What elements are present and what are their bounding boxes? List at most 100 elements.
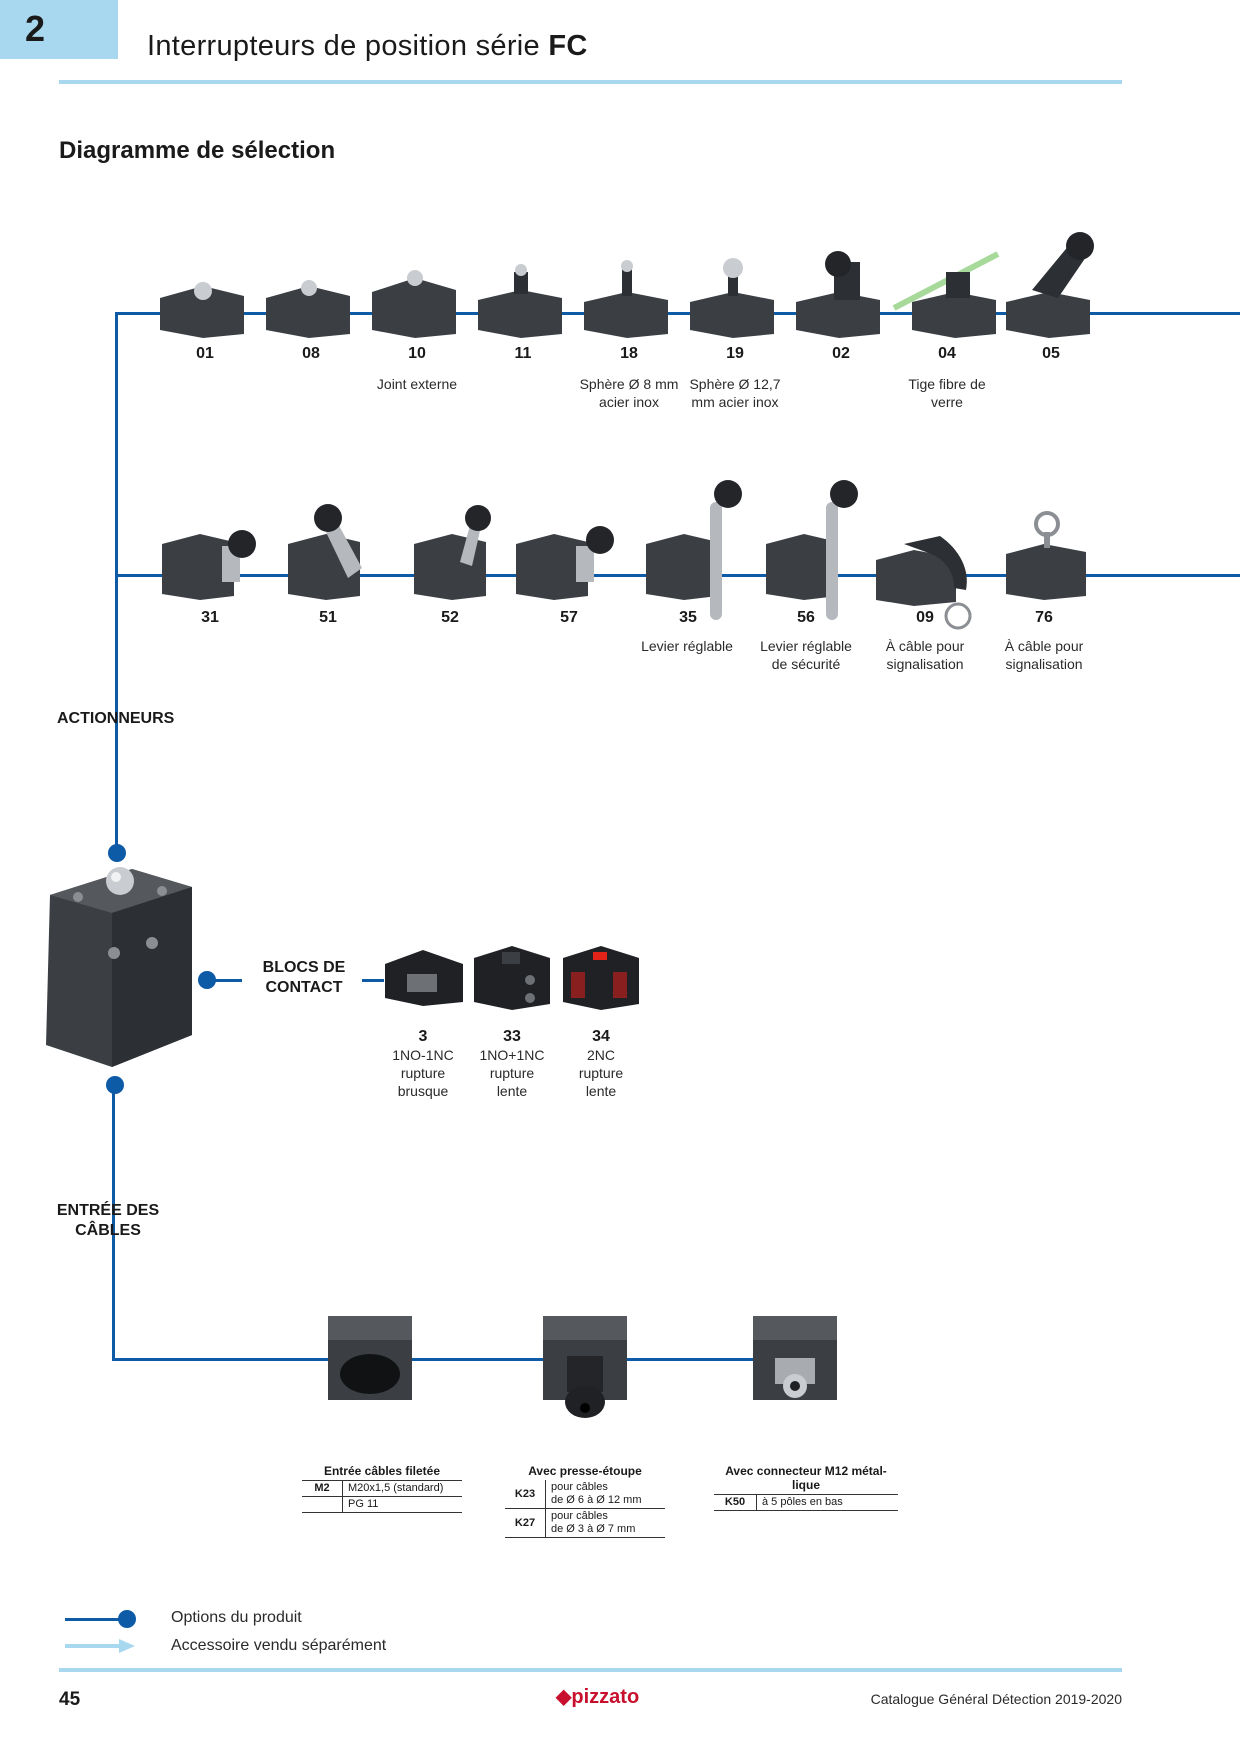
switch-body-image: [46, 867, 192, 1067]
cable-vertical-line: [112, 1090, 115, 1360]
actuator-item[interactable]: [644, 474, 744, 629]
actuator-image: [288, 504, 362, 600]
actuator-item[interactable]: [476, 258, 566, 343]
contact-line-left: [202, 979, 242, 982]
actuator-image: [646, 480, 742, 620]
table-title: Avec connecteur M12 métal-lique: [725, 1464, 887, 1492]
section-title: Diagramme de sélection: [59, 137, 336, 164]
actuator-item[interactable]: [264, 258, 354, 343]
actuator-item[interactable]: [890, 248, 1000, 343]
contact-code: 33: [503, 1028, 521, 1045]
actuator-desc: À câble pour signalisation: [885, 638, 965, 672]
actuator-item[interactable]: [582, 258, 672, 343]
actuator-code: 02: [832, 345, 850, 362]
actuator-code: 76: [1035, 609, 1053, 626]
legend-options-label: Options du produit: [171, 1609, 302, 1626]
actuator-image: [414, 505, 491, 600]
contact-block[interactable]: [472, 944, 552, 1015]
actuator-image: [478, 264, 562, 338]
logo-mark-icon: ◆: [556, 1686, 572, 1708]
header-rule: [59, 80, 1122, 84]
actuator-image: [266, 280, 350, 338]
chapter-tab: [0, 0, 118, 59]
legend-options-dot: [118, 1610, 136, 1628]
actuator-item[interactable]: [160, 522, 260, 607]
page-title-series: FC: [548, 30, 588, 62]
actuator-image: [372, 270, 456, 338]
actuator-image: [160, 282, 244, 338]
actuator-code: 57: [560, 609, 578, 626]
cable-option-dot: [106, 1076, 124, 1094]
actuator-code: 35: [679, 609, 697, 626]
actuator-code: 11: [514, 345, 532, 362]
actuator-image: [584, 260, 668, 338]
table-title: Entrée câbles filetée: [323, 1464, 441, 1478]
actuator-code: 51: [319, 609, 337, 626]
actuator-item[interactable]: [412, 502, 512, 607]
actuator-item[interactable]: [688, 258, 778, 343]
actuator-desc: Sphère Ø 12,7 mm acier inox: [689, 376, 781, 410]
actuator-code: 08: [302, 345, 320, 362]
contact-block-image: [563, 946, 639, 1010]
contact-option-dot: [198, 971, 216, 989]
actuator-item[interactable]: [1004, 228, 1104, 343]
brand-logo: ◆pizzato: [556, 1686, 640, 1708]
contact-code: 3: [418, 1028, 428, 1045]
contact-line-right: [362, 979, 384, 982]
actuator-desc: Levier réglable de sécurité: [760, 638, 852, 672]
cable-horizontal-line: [112, 1358, 832, 1361]
actuator-desc: Sphère Ø 8 mm acier inox: [579, 376, 679, 410]
actuator-item[interactable]: [794, 248, 884, 343]
actuator-item[interactable]: [764, 474, 864, 629]
actuator-item[interactable]: [158, 258, 248, 343]
actuator-code: 04: [938, 345, 956, 362]
actuator-item[interactable]: [1004, 511, 1094, 607]
table-row[interactable]: PG 11: [302, 1496, 462, 1513]
contact-block[interactable]: [561, 944, 641, 1015]
chapter-number: 2: [25, 8, 46, 49]
actuator-image: [1006, 232, 1094, 338]
m12-connector-image[interactable]: [753, 1316, 837, 1400]
actuator-code: 09: [916, 609, 934, 626]
cable-gland-image[interactable]: [543, 1316, 627, 1420]
actuator-option-dot: [108, 844, 126, 862]
legend-options-line: [65, 1618, 131, 1621]
threaded-entry-image[interactable]: [328, 1316, 412, 1400]
actuator-desc: À câble pour signalisation: [1004, 638, 1084, 672]
actuator-item[interactable]: [514, 522, 614, 607]
legend-accessory-label: Accessoire vendu séparément: [171, 1637, 387, 1654]
actuator-image: [162, 530, 256, 600]
actuator-item[interactable]: [874, 530, 984, 641]
actuator-desc: Joint externe: [376, 376, 458, 392]
actuator-image: [690, 258, 774, 338]
actuator-code: 31: [201, 609, 219, 626]
actuator-code: 52: [441, 609, 459, 626]
page-number: 45: [59, 1689, 81, 1710]
actuator-image: [516, 526, 614, 600]
actuator-item[interactable]: [370, 258, 460, 343]
actuator-desc: Tige fibre de verre: [908, 376, 986, 410]
actuator-image: [766, 480, 858, 620]
catalog-title: Catalogue Général Détection 2019-2020: [870, 1691, 1122, 1707]
contact-block[interactable]: [383, 948, 465, 1011]
actuator-desc: Levier réglable: [641, 638, 733, 654]
actuator-code: 56: [797, 609, 815, 626]
actuators-label: ACTIONNEURS: [57, 710, 175, 727]
legend-accessory-arrow-icon: [65, 1639, 135, 1653]
actuator-code: 01: [196, 345, 214, 362]
actuator-item[interactable]: [286, 498, 386, 607]
